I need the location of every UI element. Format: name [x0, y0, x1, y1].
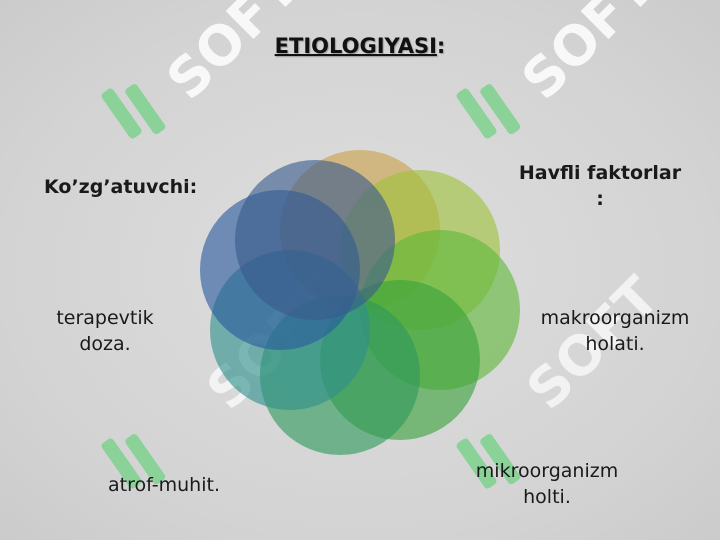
venn-circle-8	[235, 160, 395, 320]
label-kozgatuvchi: Ko’zg’atuvchi:	[44, 176, 198, 198]
label-havfli-faktorlar: Havfli faktorlar :	[500, 160, 700, 212]
label-mikroorganizm-holti: mikroorganizm holti.	[452, 458, 642, 510]
title-text: ETIOLOGIYASI	[274, 34, 437, 58]
label-terapevtik-line2: doza.	[79, 333, 131, 355]
title-colon: :	[436, 34, 446, 58]
label-mikro-line1: mikroorganizm	[475, 460, 619, 482]
label-atrof-muhit: atrof-muhit.	[108, 474, 220, 496]
page-title: ETIOLOGIYASI:	[0, 34, 720, 58]
label-havfli-line1: Havfli faktorlar	[518, 162, 682, 184]
label-terapevtik-line1: terapevtik	[56, 307, 154, 329]
label-makroorganizm-holati: makroorganizm holati.	[520, 305, 710, 357]
label-makro-line1: makroorganizm	[540, 307, 690, 329]
label-makro-line2: holati.	[585, 333, 645, 355]
label-mikro-line2: holti.	[523, 486, 571, 508]
label-terapevtik-doza: terapevtik doza.	[30, 305, 180, 357]
label-havfli-line2: :	[596, 188, 604, 210]
overlapping-circles-diagram	[200, 150, 520, 455]
